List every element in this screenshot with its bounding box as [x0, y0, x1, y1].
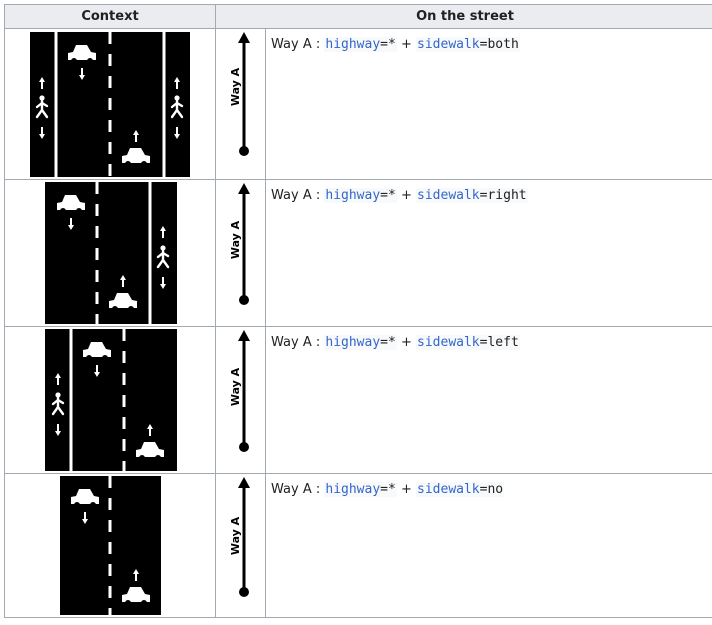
tag-sidewalk[interactable]: sidewalk=right — [416, 188, 528, 203]
tag-sidewalk[interactable]: sidewalk=left — [416, 335, 520, 350]
street-cell-left: Way A : highway=* + sidewalk=left — [265, 326, 712, 474]
arrow-up-icon — [133, 130, 139, 142]
pedestrian-icon — [170, 95, 184, 119]
tag-line: Way A : highway=* + sidewalk=left — [271, 335, 520, 350]
way-cell-right: Way A — [215, 179, 266, 327]
tag-highway[interactable]: highway=* — [324, 188, 397, 203]
arrow-down-icon — [160, 277, 166, 289]
context-cell-left — [4, 326, 216, 474]
arrow-up-icon — [160, 226, 166, 238]
sidewalk-table: Context On the street Way A — [4, 4, 712, 618]
tag-sidewalk[interactable]: sidewalk=no — [416, 482, 505, 497]
car-icon — [122, 148, 150, 167]
tag-highway[interactable]: highway=* — [324, 335, 397, 350]
way-direction-arrow: Way A — [229, 477, 250, 597]
street-cell-both: Way A : highway=* + sidewalk=both — [265, 28, 712, 180]
road-diagram-no — [60, 476, 161, 615]
way-label: Way A — [229, 220, 242, 259]
arrow-up-icon — [55, 373, 61, 385]
tag-sidewalk[interactable]: sidewalk=both — [416, 37, 520, 52]
arrow-up-icon — [133, 569, 139, 581]
way-direction-arrow: Way A — [229, 32, 250, 156]
arrow-up-icon — [120, 275, 126, 287]
tag-line: Way A : highway=* + sidewalk=both — [271, 37, 520, 52]
arrow-down-icon — [174, 127, 180, 139]
context-cell-both — [4, 28, 216, 180]
header-context: Context — [4, 4, 216, 29]
way-label: Way A — [229, 367, 242, 406]
car-icon — [68, 45, 96, 64]
tag-line: Way A : highway=* + sidewalk=right — [271, 188, 528, 203]
car-icon — [71, 489, 99, 508]
way-cell-both: Way A — [215, 28, 266, 180]
car-icon — [136, 442, 164, 461]
way-label: Way A — [229, 67, 242, 106]
car-icon — [83, 342, 111, 361]
way-direction-arrow: Way A — [229, 330, 250, 452]
way-cell-no: Way A — [215, 473, 266, 618]
pedestrian-icon — [156, 245, 170, 269]
way-cell-left: Way A — [215, 326, 266, 474]
pedestrian-icon — [35, 95, 49, 119]
road-diagram-left — [45, 329, 177, 471]
car-icon — [109, 293, 137, 312]
arrow-down-icon — [68, 218, 74, 230]
context-cell-no — [4, 473, 216, 618]
arrow-down-icon — [94, 365, 100, 377]
street-cell-no: Way A : highway=* + sidewalk=no — [265, 473, 712, 618]
arrow-down-icon — [39, 127, 45, 139]
road-diagram-both — [30, 32, 190, 177]
tag-highway[interactable]: highway=* — [324, 482, 397, 497]
arrow-down-icon — [79, 68, 85, 80]
arrow-down-icon — [82, 512, 88, 524]
way-direction-arrow: Way A — [229, 183, 250, 305]
car-icon — [57, 195, 85, 214]
context-cell-right — [4, 179, 216, 327]
tag-highway[interactable]: highway=* — [324, 37, 397, 52]
pedestrian-icon — [51, 392, 65, 416]
header-street: On the street — [215, 4, 712, 29]
street-cell-right: Way A : highway=* + sidewalk=right — [265, 179, 712, 327]
arrow-up-icon — [147, 424, 153, 436]
way-label: Way A — [229, 516, 242, 555]
road-diagram-right — [45, 182, 177, 324]
arrow-up-icon — [174, 77, 180, 89]
tag-line: Way A : highway=* + sidewalk=no — [271, 482, 505, 497]
arrow-up-icon — [39, 77, 45, 89]
arrow-down-icon — [55, 424, 61, 436]
car-icon — [122, 587, 150, 606]
